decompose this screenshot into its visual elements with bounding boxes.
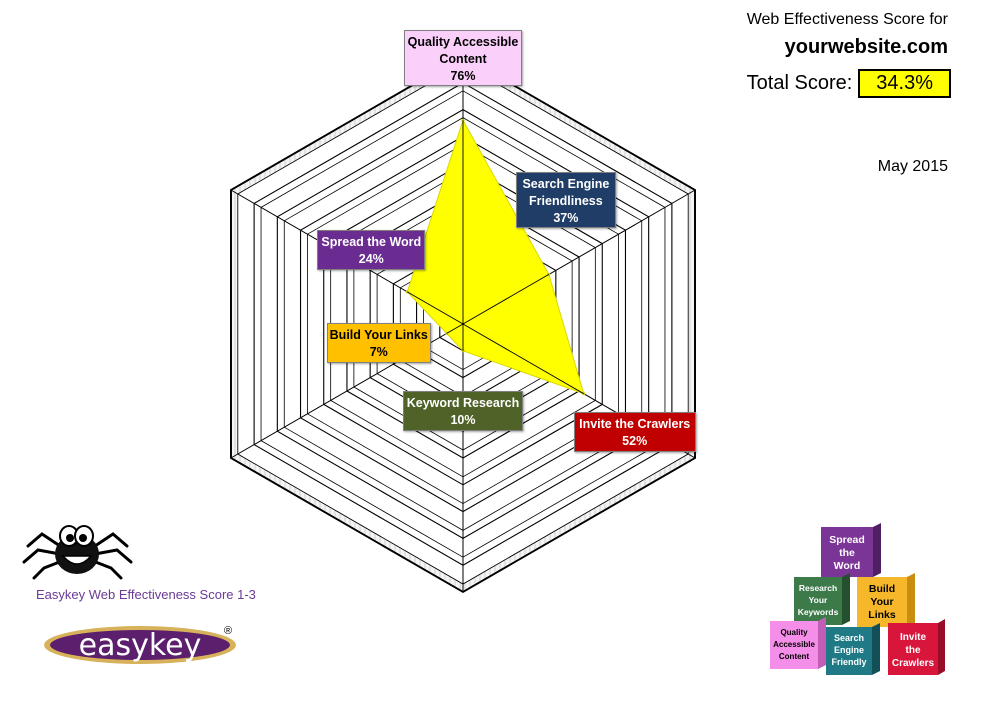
radar-axis-spoke-inner <box>407 291 464 325</box>
axis-value-label: 7% <box>369 345 388 360</box>
footer-caption: Easykey Web Effectiveness Score 1-3 <box>36 587 256 602</box>
axis-label-build-your-links: Build Your Links 7% <box>326 323 431 364</box>
axis-label-text: Content <box>439 52 487 67</box>
website-name: yourwebsite.com <box>784 36 948 58</box>
easykey-logo: easykey <box>44 626 236 664</box>
radar-axis-spoke-inner <box>446 323 464 334</box>
total-score: Total Score: 34.3% <box>747 69 951 98</box>
report-date: May 2015 <box>877 158 948 175</box>
axis-label-text: Friendliness <box>529 194 603 209</box>
axis-label-text: Spread the Word <box>321 234 422 249</box>
spider-mascot-icon <box>22 525 133 580</box>
total-score-value: 34.3% <box>858 69 951 98</box>
axis-label-text: Search Engine <box>522 177 610 192</box>
svg-text:easykey: easykey <box>79 628 202 663</box>
radar-axis-spoke-inner <box>462 274 550 325</box>
total-score-label: Total Score: <box>746 72 853 94</box>
axis-label-text: Quality Accessible <box>407 35 519 50</box>
axis-label-spread-the-word: Spread the Word 24% <box>317 229 426 270</box>
axis-label-keyword-research: Keyword Research 10% <box>403 390 523 431</box>
report-subtitle: Web Effectiveness Score for <box>746 11 948 28</box>
axis-label-text: Invite the Crawlers <box>579 416 691 431</box>
axis-label-text: Keyword Research <box>406 395 520 410</box>
axis-value-label: 37% <box>553 211 579 226</box>
axis-value-label: 24% <box>358 251 384 266</box>
axis-value-label: 76% <box>450 69 476 84</box>
radar-axis-spoke-inner <box>462 323 584 395</box>
registered-mark: ® <box>224 625 233 637</box>
axis-value-label: 52% <box>622 433 648 448</box>
axis-value-label: 10% <box>450 412 476 427</box>
axis-label-text: Build Your Links <box>329 328 428 343</box>
axis-label-invite-the-crawlers: Invite the Crawlers 52% <box>573 411 696 452</box>
